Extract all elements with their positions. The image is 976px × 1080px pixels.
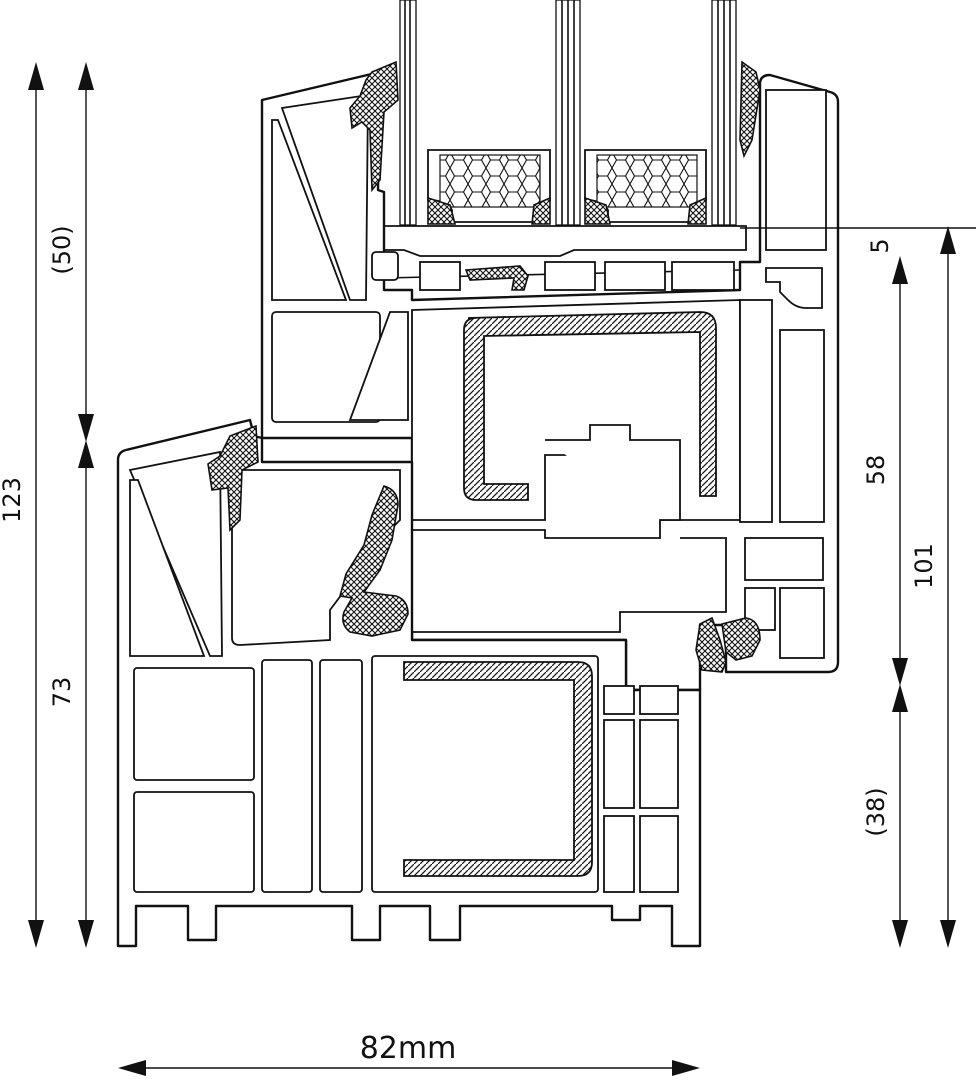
sash-chamber-right-2 bbox=[779, 329, 825, 523]
desiccant-left bbox=[439, 154, 541, 208]
frame-chamber-r-3 bbox=[603, 719, 635, 809]
sash-glazing-channel-3 bbox=[604, 261, 666, 291]
desiccant-right bbox=[596, 154, 698, 208]
sash-hook-chamber bbox=[765, 267, 823, 309]
sash-chamber-right-5 bbox=[779, 587, 825, 659]
glazing-gasket-outer bbox=[349, 60, 399, 193]
dim-overall-height-label: 123 bbox=[0, 477, 26, 523]
frame-chamber-ll-1 bbox=[133, 667, 255, 781]
frame-chamber-r-5 bbox=[603, 815, 635, 893]
sash-chamber-diagonal bbox=[280, 93, 369, 301]
spacer-sealant-left bbox=[427, 196, 551, 225]
gaskets bbox=[207, 60, 761, 673]
sash-hinge-pin bbox=[371, 251, 399, 281]
frame-profile bbox=[116, 418, 702, 948]
dim-frame-lower-label: (38) bbox=[862, 787, 890, 836]
frame-chamber-r-1 bbox=[603, 685, 635, 715]
center-seal bbox=[338, 485, 409, 637]
sash-glazing-channel-1 bbox=[419, 261, 461, 291]
sash-chamber-wedge bbox=[348, 311, 409, 421]
dim-width-label: 82mm bbox=[360, 1031, 457, 1066]
inner-frame-seal bbox=[695, 616, 727, 673]
sash-center-step bbox=[411, 424, 727, 633]
sash-chamber-right-3 bbox=[744, 537, 824, 581]
dim-sash-height-label: (50) bbox=[48, 225, 76, 274]
sash-glazing-channel-4 bbox=[671, 261, 735, 291]
sash-chamber-right-1 bbox=[739, 299, 773, 523]
frame-chamber-ll-2 bbox=[133, 791, 255, 893]
glazing-block-clip bbox=[464, 265, 529, 291]
frame-chamber-r-2 bbox=[639, 685, 679, 715]
dim-frame-height-label: 73 bbox=[48, 677, 76, 708]
frame-steel-reinforcement bbox=[403, 661, 593, 877]
sash-top-right-chamber bbox=[765, 89, 827, 251]
glazing-gasket-inner bbox=[739, 60, 761, 159]
frame-main-chamber bbox=[371, 655, 599, 893]
frame-chamber-col-2 bbox=[319, 659, 363, 893]
sash-outer-seal bbox=[207, 424, 259, 532]
sash-glazing-channel-2 bbox=[544, 261, 596, 291]
dim-rebate-gap-label: 5 bbox=[866, 238, 894, 253]
dim-sash-total-label: 101 bbox=[910, 543, 938, 589]
sash-steel-reinforcement bbox=[463, 311, 717, 501]
frame-chamber-top-left bbox=[129, 479, 206, 657]
glass-pane-outer bbox=[399, 0, 417, 226]
inner-sash-seal bbox=[721, 617, 761, 661]
dim-sash-visible-label: 58 bbox=[862, 455, 890, 486]
sash-chamber-top-left bbox=[271, 119, 348, 301]
frame-chamber-r-4 bbox=[639, 719, 679, 809]
frame-chamber-col-1 bbox=[261, 659, 313, 893]
glazing-block bbox=[383, 225, 747, 257]
spacer-sealant-right bbox=[584, 196, 707, 225]
triple-glazing bbox=[383, 0, 747, 257]
dimensions: 123 (50) 73 5 58 (38) 101 82m bbox=[0, 62, 976, 1076]
frame-chamber-diagonal bbox=[128, 450, 223, 657]
frame-chamber-r-6 bbox=[639, 815, 679, 893]
